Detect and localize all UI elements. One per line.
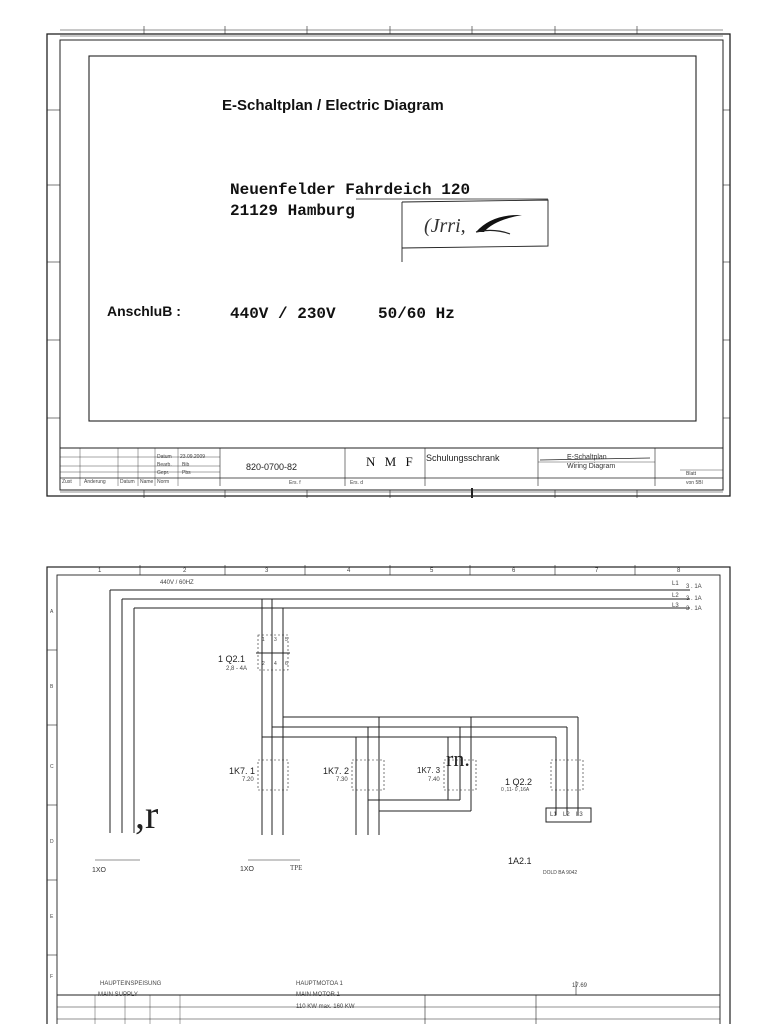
q21-pin-bottom-6: 6: [285, 661, 288, 667]
connection-frequency: 50/60 Hz: [378, 305, 455, 323]
footer-motor-en: MAIN MOTOR 1: [296, 992, 340, 998]
contactor-k73-label: 1K7. 3: [417, 766, 441, 775]
phase-label-l1: L1: [672, 581, 679, 587]
tb-bearb-label: Bearb.: [157, 462, 172, 468]
contactor-k73-ref: 7.40: [428, 777, 440, 783]
tb-datum2-label: Datum: [120, 479, 135, 485]
motor-terminal-l3: L3: [576, 812, 583, 818]
cover-title: E-Schaltplan / Electric Diagram: [222, 97, 444, 114]
tb-drawing-number: 820-0700-82: [246, 462, 298, 472]
tb-datum-value: 23.09.2009: [180, 454, 206, 460]
phase-ref-l3: 3 . 1A: [686, 606, 702, 612]
column-number: 1: [98, 568, 102, 574]
tb-ersatz-durch: Ers. d: [350, 480, 364, 486]
terminal-tpe: TPE: [290, 864, 303, 872]
tb-sheet-ref: von 5Bl: [686, 480, 703, 486]
tb-doc-type-en: Wiring Diagram: [567, 463, 616, 470]
connection-label: AnschluB :: [107, 303, 181, 319]
phase-ref-l2: 3 . 1A: [686, 596, 702, 602]
scribble-rn: rn.: [446, 746, 470, 771]
breaker-q22-label: 1 Q2.2: [505, 777, 533, 787]
contactor-k72-ref: 7.30: [336, 777, 348, 783]
breaker-q22-rating: 0 ,11- 0 ,16A: [501, 787, 530, 793]
contactor-k72-label: 1K7. 2: [323, 766, 350, 776]
terminal-x0-left: 1XO: [92, 867, 107, 874]
tb-ersatz-fuer: Ers. f: [289, 480, 301, 486]
cover-sheet-frame: [46, 26, 731, 498]
row-letter: A: [50, 609, 54, 615]
tb-aenderung-label: Anderung: [84, 479, 106, 485]
tb-datum-label: Datum: [157, 454, 172, 460]
column-number: 5: [430, 568, 434, 574]
row-letter: B: [50, 684, 54, 690]
tb-norm-label: Norm: [157, 479, 170, 485]
contactor-k71-ref: 7.20: [242, 777, 254, 783]
cover-sheet: E-Schaltplan / Electric Diagram Neuenfel…: [0, 0, 768, 510]
phase-label-l2: L2: [672, 593, 679, 599]
tb-blatt: Blatt: [686, 471, 697, 477]
row-letter: E: [50, 914, 54, 920]
row-letter: C: [50, 764, 54, 770]
supply-label: 440V / 60HZ: [160, 580, 194, 586]
footer-supply-en: MAIN SUPPLY: [98, 992, 138, 998]
tb-company: N M F: [366, 454, 416, 469]
motor-terminal-l1: L1: [550, 812, 557, 818]
column-number: 6: [512, 568, 516, 574]
tb-doc-type: E-Schaltplan: [567, 454, 607, 461]
tb-bearb-value: Bib: [182, 462, 190, 468]
column-number: 8: [677, 568, 681, 574]
relay-a21-label: 1A2.1: [508, 856, 532, 866]
terminal-x0-mid: 1XO: [240, 866, 255, 873]
motor-terminal-l2: L2: [563, 812, 570, 818]
phase-ref-l1: 3 . 1A: [686, 584, 702, 590]
tb-name-label: Name: [140, 479, 154, 485]
column-number: 4: [347, 568, 351, 574]
relay-a21-desc: DOLD BA 9042: [543, 870, 578, 876]
scribble-r: ,r: [135, 792, 159, 837]
tb-project: Schulungsschrank: [426, 453, 500, 463]
row-letter: D: [50, 839, 54, 845]
row-letter: F: [50, 974, 54, 980]
circuit-sheet: 440V / 60HZ L1 L2 L3 3 . 1A 3 . 1A 3 . 1…: [0, 555, 768, 1024]
contactor-k71-label: 1K7. 1: [229, 766, 256, 776]
phase-label-l3: L3: [672, 603, 679, 609]
tb-zust-label: Zust: [62, 479, 72, 485]
column-number: 3: [265, 568, 269, 574]
q21-pin-top-5: 5: [285, 637, 288, 643]
tb-gepr-value: Pbs: [182, 470, 191, 476]
footer-motor-de: HAUPTMOTOA 1: [296, 981, 343, 987]
footer-motor-power: 110 KW max. 160 KW: [296, 1004, 355, 1010]
company-logo: (Jrri,: [424, 215, 466, 237]
tb-gepr-label: Gepr.: [157, 470, 170, 476]
q21-pin-top-1: 1: [262, 637, 265, 643]
breaker-q21-label: 1 Q2.1: [218, 654, 246, 664]
address-line-1: Neuenfelder Fahrdeich 120: [230, 181, 471, 199]
address-line-2: 21129 Hamburg: [230, 202, 355, 220]
column-number: 2: [183, 568, 187, 574]
footer-supply-de: HAUPTEINSPEISUNG: [100, 981, 162, 987]
connection-voltage: 440V / 230V: [230, 305, 336, 323]
cross-ref-17: 17.69: [572, 983, 588, 989]
q21-pin-bottom-2: 2: [262, 661, 265, 667]
column-number: 7: [595, 568, 599, 574]
circuit-schematic: [46, 565, 731, 1024]
breaker-q21-rating: 2,8 - 4A: [226, 666, 248, 672]
q21-pin-bottom-4: 4: [274, 661, 277, 667]
q21-pin-top-3: 3: [274, 637, 277, 643]
